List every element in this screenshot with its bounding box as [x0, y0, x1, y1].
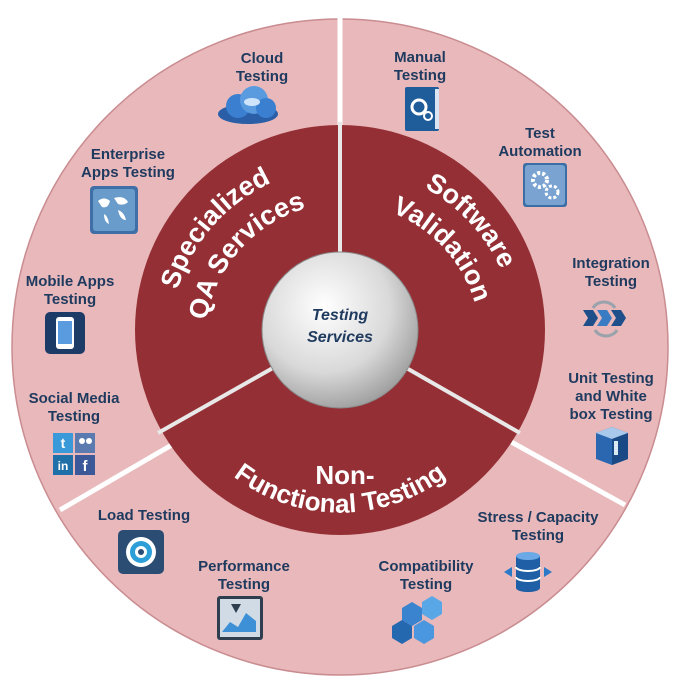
svg-text:t: t: [61, 435, 66, 451]
smartphone-icon: [45, 312, 85, 354]
center-label-line1: Testing: [311, 307, 369, 324]
gear-book-icon: [405, 87, 439, 131]
label-load-testing: Load Testing: [97, 507, 191, 524]
gears-icon: [523, 163, 567, 207]
sync-arrows-icon: [583, 300, 626, 338]
world-map-icon: [90, 186, 138, 234]
svg-text:f: f: [83, 458, 89, 475]
center-label: Testing Services: [307, 305, 373, 349]
center-circle: [261, 251, 419, 409]
center-label-line2: Services: [307, 329, 373, 346]
database-icon: [504, 552, 552, 592]
target-icon: [118, 530, 164, 574]
box-icon: [596, 427, 628, 465]
social-media-icon: t in f: [53, 433, 95, 475]
segment-nonfunctional-line1: Non-: [315, 460, 374, 490]
svg-text:in: in: [58, 459, 69, 473]
hexagons-icon: [392, 596, 442, 644]
chart-icon: [217, 596, 263, 640]
cloud-icon: [218, 86, 278, 124]
